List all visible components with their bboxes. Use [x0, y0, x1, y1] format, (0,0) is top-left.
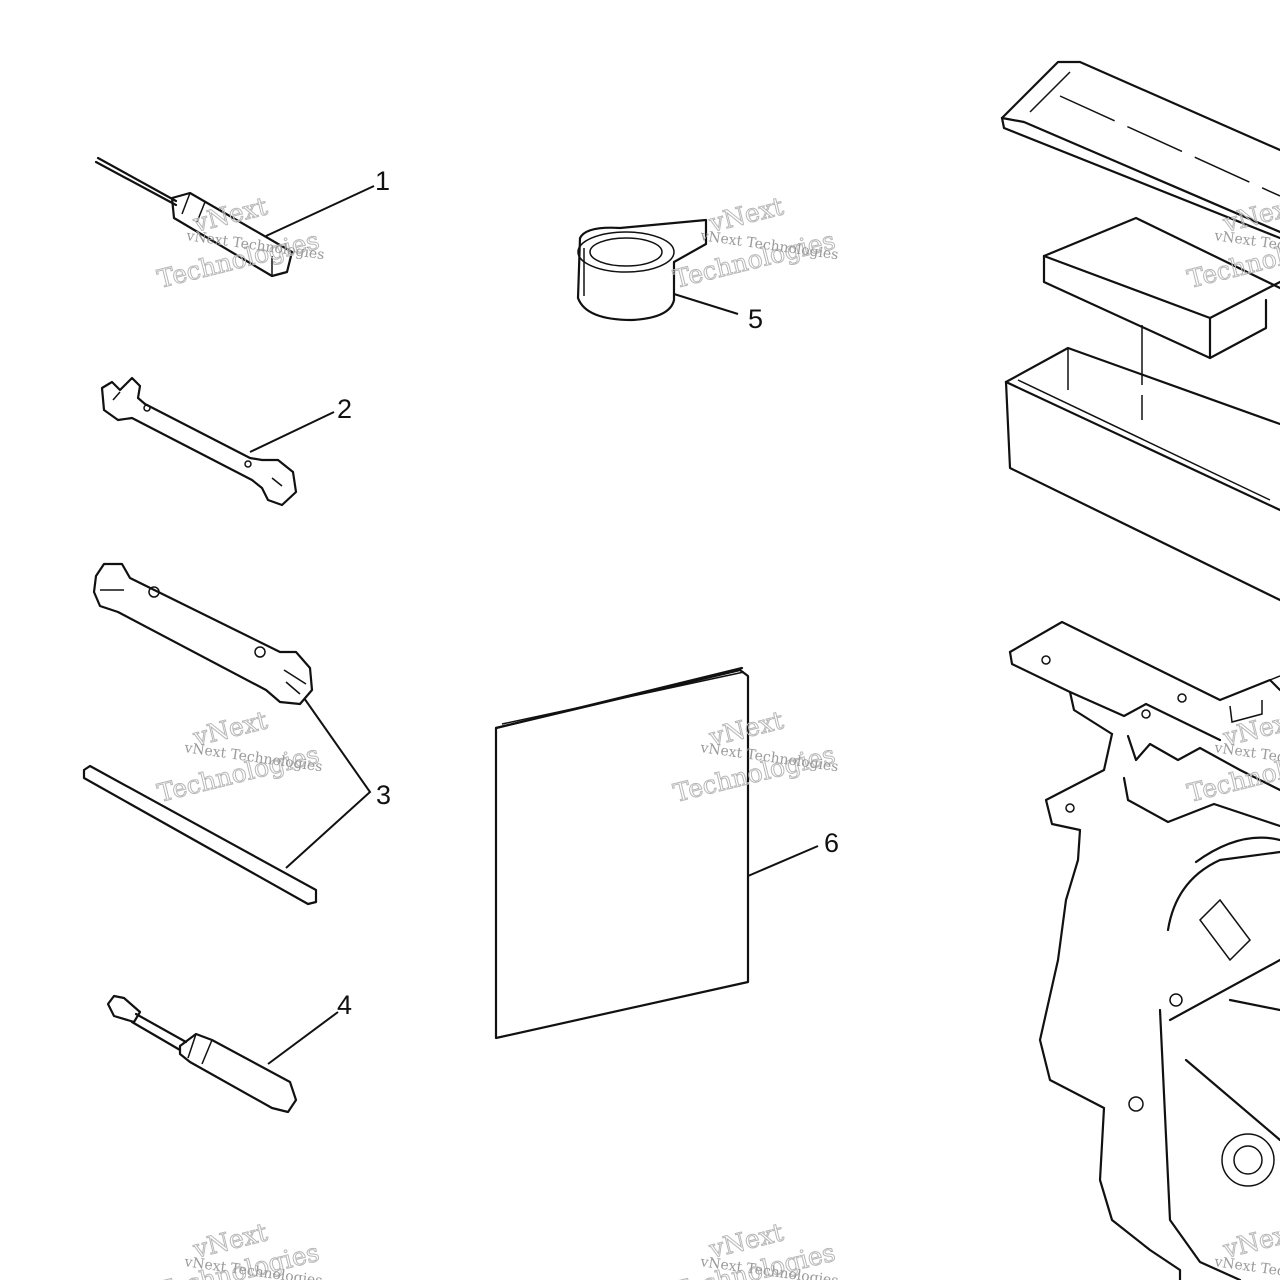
leader-1 [265, 185, 375, 237]
tool-tray [1004, 346, 1280, 602]
part-2-wrench [100, 376, 298, 507]
fan-housing [1008, 620, 1280, 1280]
svg-text:vNext Technologies: vNext Technologies [1212, 1254, 1280, 1280]
watermark-middle-right: vNext Technologies vNext Technologies [1184, 705, 1280, 808]
part-3-socket-wrench [92, 562, 314, 706]
part-1-screwdriver [94, 156, 294, 278]
callout-2: 2 [337, 394, 352, 424]
watermark-top-right: vNext Technologies vNext Technologies [1184, 191, 1280, 294]
leader-2 [249, 411, 335, 453]
leader-6 [747, 845, 819, 877]
foam-pad [1042, 216, 1280, 420]
part-5-tape-roll [576, 218, 708, 322]
part-4-screwdriver [106, 994, 298, 1114]
watermark-middle-center: vNext Technologies vNext Technologies [670, 705, 839, 808]
callout-6: 6 [824, 828, 839, 858]
part-6-manual [494, 666, 750, 1040]
watermark-bottom-left: vNext Technologies vNext Technologies [154, 1217, 323, 1280]
leader-4 [267, 1011, 339, 1065]
watermark-bottom-center: vNext Technologies vNext Technologies [670, 1217, 839, 1280]
callout-5: 5 [748, 304, 763, 334]
callout-1: 1 [375, 166, 390, 196]
tool-tray-cover [1000, 60, 1280, 240]
callout-4: 4 [337, 990, 352, 1020]
watermark-top-center: vNext Technologies vNext Technologies [670, 191, 839, 294]
leader-3 [285, 697, 372, 869]
watermark-bottom-right: vNext vNext Technologies [1212, 1217, 1280, 1280]
leader-lines [249, 185, 819, 1065]
callout-3: 3 [376, 780, 391, 810]
part-3-tommy-bar [82, 764, 318, 906]
watermark-top-left: vNext Technologies vNext Technologies [154, 191, 325, 294]
watermark-middle-left: vNext Technologies vNext Technologies [154, 705, 323, 808]
leader-5 [673, 293, 739, 315]
